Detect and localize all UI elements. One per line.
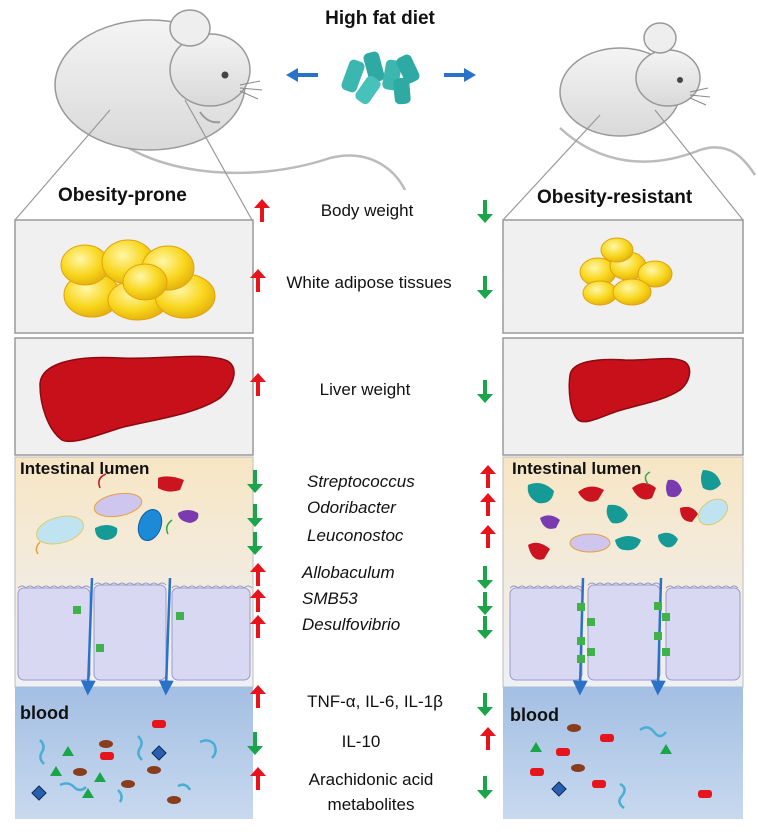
liver-weight-label: Liver weight: [319, 380, 411, 399]
epithelial-cells-right: [509, 577, 741, 696]
arachidonic-label: Arachidonic acid: [308, 770, 434, 789]
indicator-arrows: [247, 199, 496, 799]
cytokines-label: TNF-α, IL-6, IL-1β: [307, 692, 443, 711]
bacteria-label: Odoribacter: [307, 498, 396, 517]
bacteria-label: Desulfovibrio: [302, 615, 401, 634]
fat-cells-icon-right: [579, 237, 673, 306]
il10-label: IL-10: [341, 732, 381, 751]
fat-cells-icon-left: [60, 239, 216, 321]
obesity-prone-label: Obesity-prone: [58, 185, 187, 206]
bacteria-label: Leuconostoc: [307, 526, 404, 545]
blood-label-right: blood: [510, 705, 559, 725]
diet-title: High fat diet: [325, 8, 435, 29]
lumen-label-left: Intestinal lumen: [20, 459, 150, 478]
bacteria-label: SMB53: [302, 589, 358, 608]
white-adipose-label: White adipose tissues: [286, 273, 452, 292]
cytokine-icon-left: [31, 720, 217, 804]
bacteria-label: Allobaculum: [302, 563, 395, 582]
mouse-icon-left: [54, 9, 407, 191]
liver-icon-left: [39, 355, 235, 443]
blood-label-left: blood: [20, 703, 69, 723]
cytokine-icon-right: [530, 724, 712, 809]
mouse-icon-right: [559, 22, 757, 176]
epithelial-cells-left: [17, 577, 253, 696]
bacteria-icon-right: [527, 470, 729, 560]
bacteria-label: Streptococcus: [307, 472, 415, 491]
lumen-label-right: Intestinal lumen: [512, 459, 642, 478]
metabolites-label: metabolites: [327, 795, 415, 814]
body-weight-label: Body weight: [320, 201, 414, 220]
liver-icon-right: [568, 357, 691, 423]
obesity-resistant-label: Obesity-resistant: [537, 187, 693, 208]
pellets-icon: [341, 51, 420, 105]
bacteria-icon-left: [35, 473, 199, 555]
